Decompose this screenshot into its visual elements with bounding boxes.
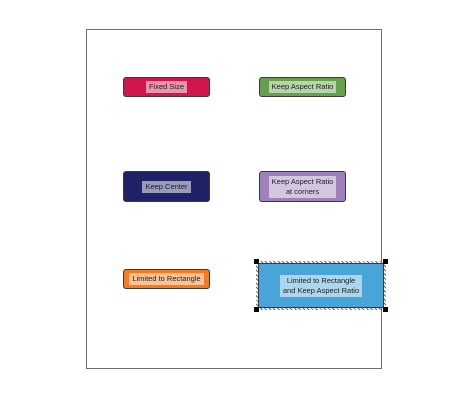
node-label: Keep Center (142, 180, 191, 193)
node-label: Keep Aspect Ratio (268, 81, 337, 93)
node-label: Limited to Rectangle (129, 273, 204, 285)
resize-handle-top-left[interactable] (254, 259, 259, 264)
keep-aspect-ratio-node[interactable]: Keep Aspect Ratio (259, 77, 346, 97)
resize-handle-top-right[interactable] (383, 259, 388, 264)
node-label: Limited to Rectangle and Keep Aspect Rat… (279, 274, 363, 297)
keep-aspect-ratio-corners-node[interactable]: Keep Aspect Ratio at corners (259, 171, 346, 202)
limited-rectangle-keep-aspect-node[interactable]: Limited to Rectangle and Keep Aspect Rat… (258, 263, 384, 308)
limited-to-rectangle-node[interactable]: Limited to Rectangle (123, 269, 210, 289)
keep-center-node[interactable]: Keep Center (123, 171, 210, 202)
node-label: Fixed Size (145, 81, 187, 93)
node-label: Keep Aspect Ratio at corners (268, 175, 337, 198)
resize-handle-bottom-left[interactable] (254, 307, 259, 312)
resize-handle-bottom-right[interactable] (383, 307, 388, 312)
fixed-size-node[interactable]: Fixed Size (123, 77, 210, 97)
